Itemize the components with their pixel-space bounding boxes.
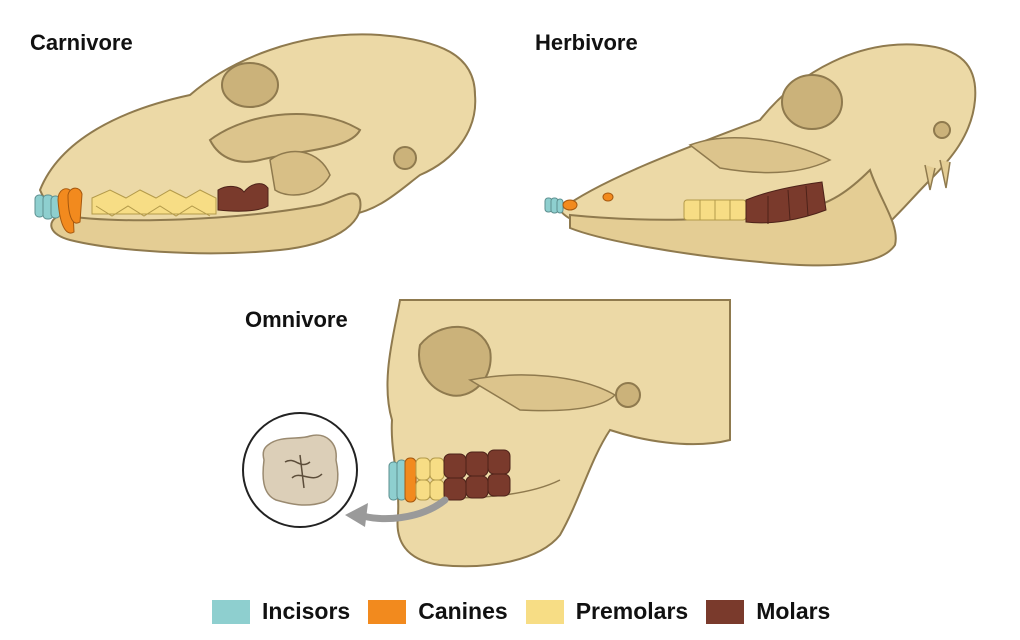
herbivore-premolars (684, 200, 746, 220)
incisors-swatch (212, 600, 250, 624)
canines-swatch (368, 600, 406, 624)
herbivore-skull (545, 44, 975, 265)
herbivore-eye-socket (782, 75, 842, 129)
molar-closeup-inset (243, 413, 357, 527)
omnivore-skull (243, 300, 730, 566)
legend-item-premolars: Premolars (526, 598, 689, 625)
omnivore-molars (444, 450, 510, 500)
legend-item-incisors: Incisors (212, 598, 350, 625)
omnivore-incisors (389, 460, 406, 500)
legend-label: Molars (756, 598, 830, 625)
legend-label: Canines (418, 598, 507, 625)
legend-label: Premolars (576, 598, 689, 625)
omnivore-canines (405, 458, 416, 502)
carnivore-incisors (35, 195, 60, 219)
carnivore-eye-socket (222, 63, 278, 107)
carnivore-skull (35, 34, 475, 253)
legend: Incisors Canines Premolars Molars (212, 598, 848, 625)
premolars-swatch (526, 600, 564, 624)
herbivore-incisors (545, 198, 563, 213)
legend-item-molars: Molars (706, 598, 830, 625)
molars-swatch (706, 600, 744, 624)
legend-label: Incisors (262, 598, 350, 625)
legend-item-canines: Canines (368, 598, 507, 625)
